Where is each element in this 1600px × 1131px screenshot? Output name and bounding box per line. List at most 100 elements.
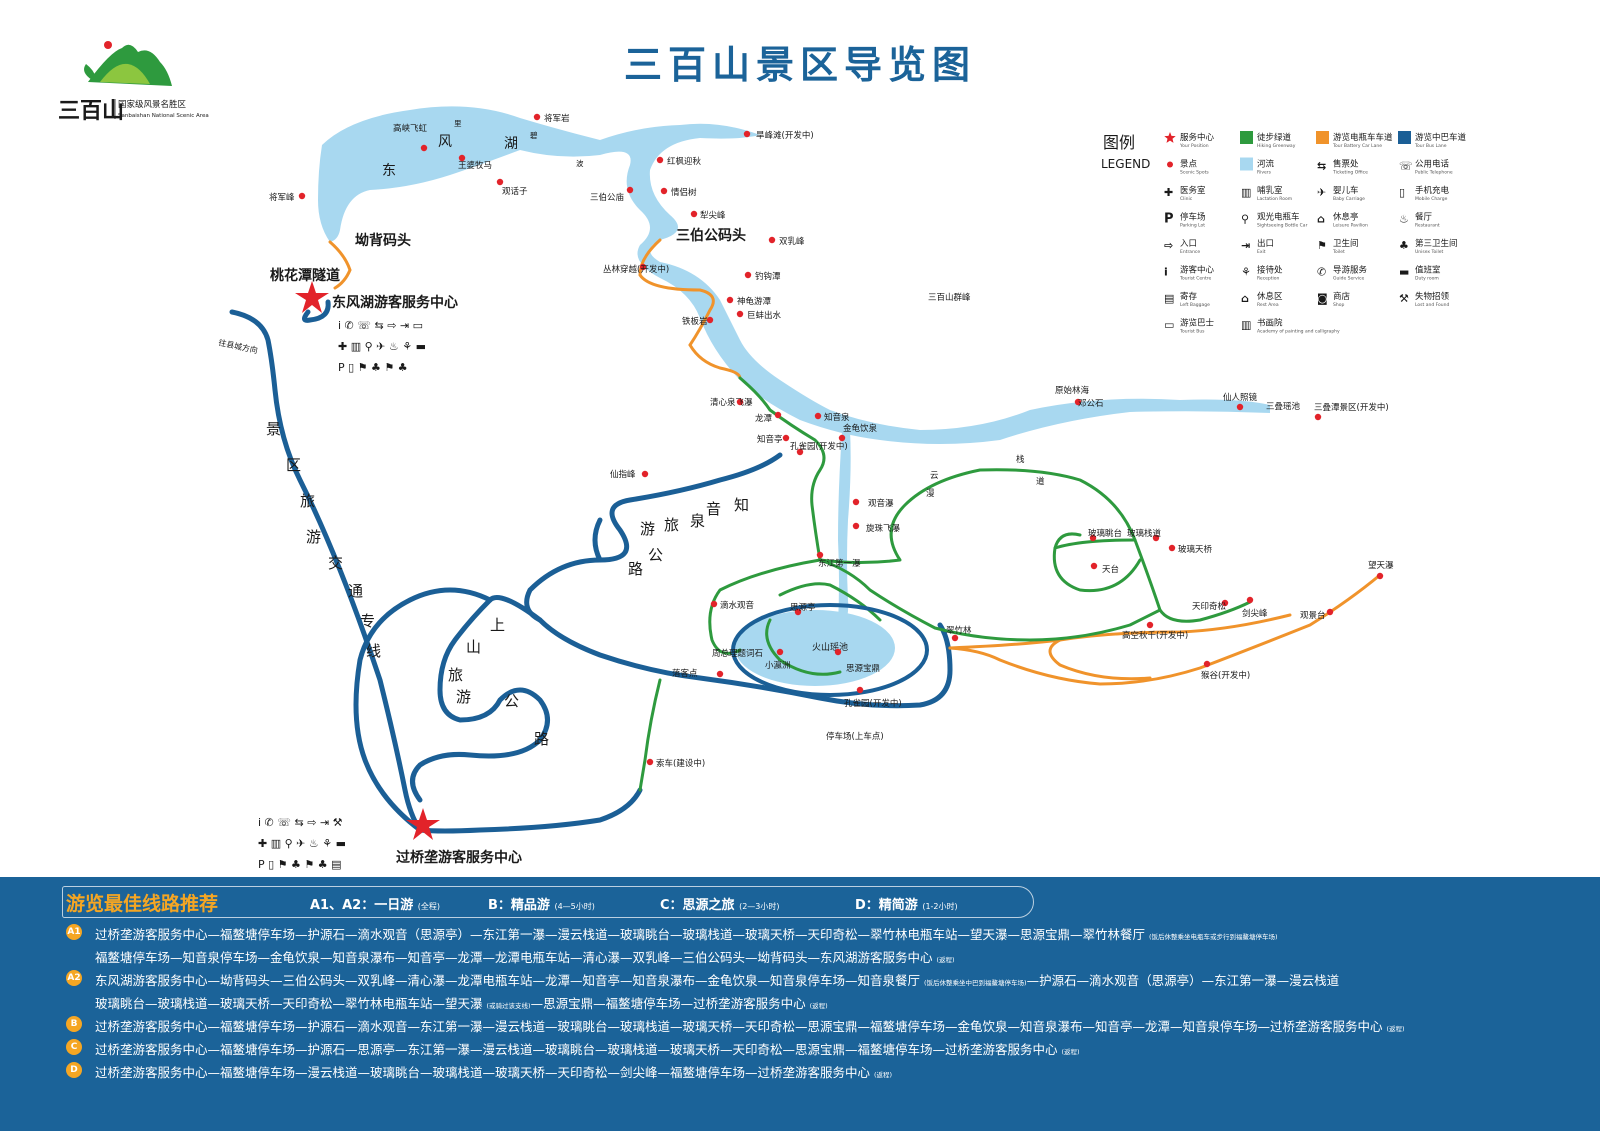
svg-text:路: 路 [628,560,643,578]
legend-label-en: Tourist Bus [1179,329,1205,335]
svg-text:三叠潭景区(开发中): 三叠潭景区(开发中) [1314,402,1389,413]
svg-text:清心泉飞瀑: 清心泉飞瀑 [710,397,753,408]
svg-text:三伯公庙: 三伯公庙 [590,192,625,203]
svg-text:观音瀑: 观音瀑 [868,498,894,509]
legend-label: 游览中巴车道 [1415,132,1467,143]
legend-label-en: Toilet [1332,249,1345,255]
guide-icon: ✆ [1317,266,1326,279]
baby-bottle-icon: ▥ [1241,186,1251,199]
route-line-a1: 过桥垄游客服务中心—福鳌塘停车场—护源石—滴水观音（思源亭）—东江第一瀑—漫云栈… [95,927,1278,942]
legend-label-en: Hiking Greenway [1257,143,1296,149]
facility-icons-dongfenghu: i ✆ ☏ ⇆ ⇨ ⇥ ▭ ✚ ▥ ⚲ ✈ ♨ ⚘ ▬ P ▯ ⚑ ♣ ⚑ ♣ [338,319,426,374]
svg-text:游: 游 [640,520,655,538]
svg-text:孔雀园(开发中): 孔雀园(开发中) [790,441,848,452]
legend-label-en: Reception [1257,276,1280,282]
legend-label-en: Clinic [1180,196,1193,202]
route-line-a1-return: 福鳌塘停车场—知音泉停车场—金龟饮泉—知音泉瀑布—知音亭—龙潭—龙潭电瓶车站—清… [95,950,955,965]
logo: 三百山 国家级风景名胜区 Sanbaishan National Scenic … [58,41,209,124]
hub-sanbogong: 三伯公码头 [676,227,746,244]
route-badge-d: D [66,1062,82,1078]
blue-swatch [1398,131,1411,144]
svg-text:✚ ▥ ⚲ ✈ ♨ ⚘ ▬: ✚ ▥ ⚲ ✈ ♨ ⚘ ▬ [338,340,426,353]
bus-icon: ▭ [1164,319,1174,332]
river-swatch [1240,157,1253,171]
legend-label: 游览电瓶车车道 [1333,132,1393,143]
legend-label-en: Academy of painting and calligraphy [1257,329,1340,335]
svg-text:天台: 天台 [1102,564,1119,575]
legend-label: 观光电瓶车 [1257,212,1300,223]
unisex-toilet-icon: ♣ [1399,239,1409,252]
svg-text:原始林海: 原始林海 [1055,385,1090,396]
route-line-b: 过桥垄游客服务中心—福鳌塘停车场—护源石—滴水观音—东江第一瀑—漫云栈道—玻璃眺… [95,1019,1405,1034]
svg-text:犁尖峰: 犁尖峰 [700,210,726,221]
legend-label: 商店 [1333,291,1351,302]
legend-label: 停车场 [1180,212,1206,223]
svg-text:✚ ▥ ⚲ ✈ ♨ ⚘ ▬: ✚ ▥ ⚲ ✈ ♨ ⚘ ▬ [258,837,346,850]
cross-icon: ✚ [1164,186,1173,199]
stroller-icon: ✈ [1317,186,1326,199]
legend-label-en: Tour Bus Lane [1414,143,1447,149]
ticket-icon: ⇆ [1317,160,1326,173]
svg-text:三叠瑶池: 三叠瑶池 [1266,401,1301,412]
reception-icon: ⚘ [1241,266,1251,279]
route-header-box [62,886,1034,918]
facility-icons-guoqiaolei: i ✆ ☏ ⇆ ⇨ ⇥ ⚒ ✚ ▥ ⚲ ✈ ♨ ⚘ ▬ P ▯ ⚑ ♣ ⚑ ♣ … [258,816,346,871]
svg-text:往县城方向: 往县城方向 [218,337,259,355]
route-badge-a1: A1 [66,924,82,940]
svg-text:红枫迎秋: 红枫迎秋 [667,156,702,167]
logo-text: 三百山 [58,99,124,124]
svg-text:巨蚌出水: 巨蚌出水 [747,310,782,321]
red-dot [1167,161,1173,168]
huoshan-lake-loop [731,603,929,697]
battery-car-lanes [328,238,1382,686]
legend-label: 手机充电 [1415,185,1450,196]
legend-label: 游览巴士 [1180,318,1215,329]
svg-text:东江第一瀑: 东江第一瀑 [818,558,861,569]
shop-icon: ◙ [1317,292,1328,305]
svg-text:观话子: 观话子 [502,186,528,197]
svg-text:望天瀑: 望天瀑 [1368,560,1394,571]
legend-label: 休息区 [1257,291,1283,302]
svg-text:旅: 旅 [664,516,679,534]
hub-guoqiaolei: 过桥垄游客服务中心 [396,849,522,866]
legend-label-en: Lost and Found [1415,302,1450,308]
legend-label-en: Sightseeing Bottle Car [1257,223,1308,229]
svg-text:东: 东 [382,163,396,179]
svg-text:情侣树: 情侣树 [671,187,697,198]
legend-label: 寄存 [1180,291,1198,302]
legend-label-en: Baby Carriage [1333,196,1365,202]
svg-text:猴谷(开发中): 猴谷(开发中) [1201,670,1250,681]
legend-label-en: Shop [1333,302,1344,308]
svg-text:钓钩潭: 钓钩潭 [755,271,781,282]
svg-text:栈: 栈 [1016,454,1025,465]
legend-label-en: Exit [1257,249,1266,255]
svg-text:泉: 泉 [690,512,705,530]
legend-label: 休息亭 [1333,212,1359,223]
svg-text:道: 道 [1036,476,1045,487]
svg-text:仙人照镜: 仙人照镜 [1223,392,1258,403]
pavilion-icon: ⌂ [1317,213,1325,226]
svg-text:交: 交 [328,554,343,572]
svg-text:翠竹林: 翠竹林 [946,625,972,636]
hub-dongfenghu: 东风湖游客服务中心 [332,294,458,311]
legend-label-en: Tourist Centre [1179,276,1212,282]
route-line-d: 过桥垄游客服务中心—福鳌塘停车场—漫云栈道—玻璃眺台—玻璃栈道—玻璃天桥—天印奇… [95,1065,893,1080]
svg-text:双乳峰: 双乳峰 [779,236,805,247]
legend-label: 婴儿车 [1333,185,1359,196]
svg-text:邓公石: 邓公石 [1078,399,1104,409]
duty-icon: ▬ [1399,266,1409,279]
svg-text:湖: 湖 [504,136,518,152]
legend-label: 接待处 [1257,265,1283,276]
tour-d: D：精简游 (1-2小时) [855,898,958,913]
hub-park-up: 停车场(上车点) [826,731,884,742]
svg-text:铁板岩: 铁板岩 [682,316,708,327]
legend-label: 游客中心 [1180,265,1215,276]
svg-text:通: 通 [348,582,363,600]
